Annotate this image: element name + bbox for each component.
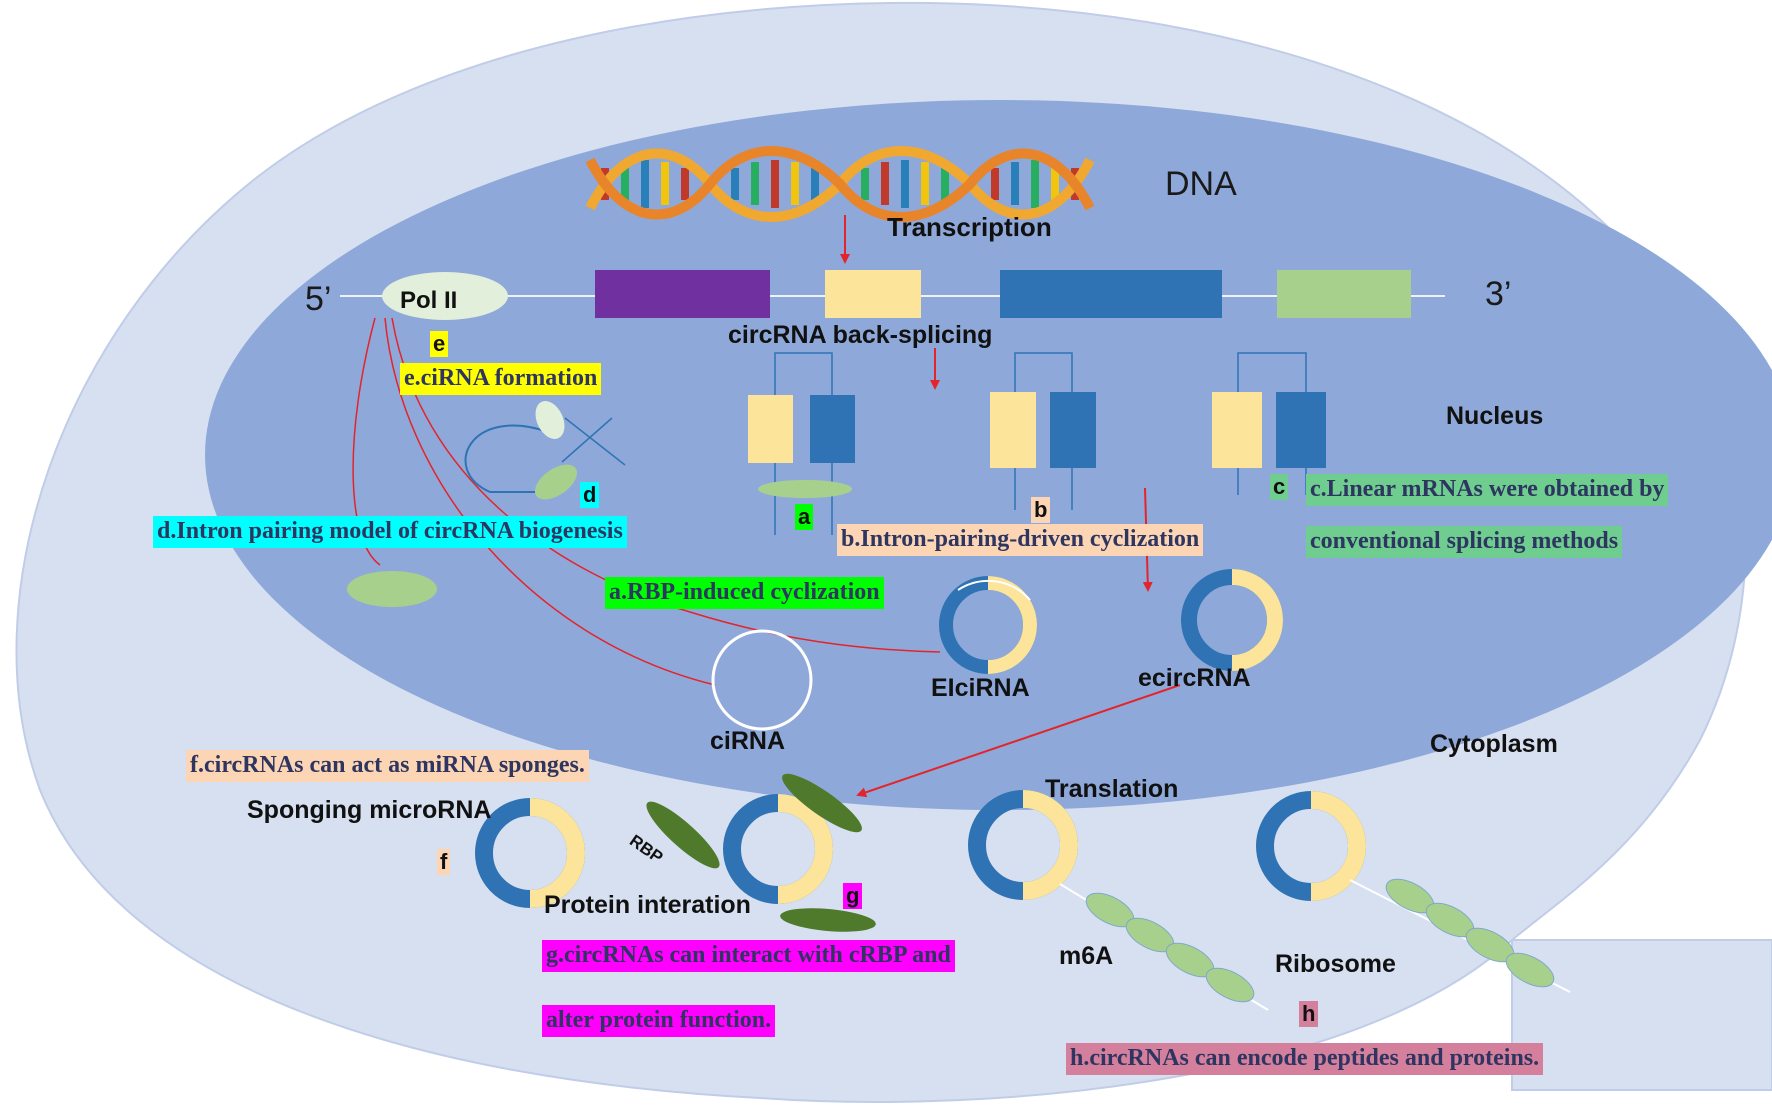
rbp-protein-1 [646, 801, 720, 869]
circrna-translation [968, 790, 1078, 900]
tag-d: d [580, 482, 600, 509]
caption-g-line2: alter protein function. [542, 1005, 776, 1037]
ecircRNA-label: ecircRNA [1138, 664, 1251, 692]
intron-pairing-loop [464, 401, 626, 500]
translation-label: Translation [1045, 775, 1179, 803]
eiciRNA-circle [939, 576, 1037, 674]
nucleus-label: Nucleus [1446, 402, 1544, 430]
rbp-protein-2 [782, 773, 862, 833]
tag-a: a [795, 504, 814, 531]
circrna-sponge [475, 798, 585, 908]
tag-c: c [1270, 474, 1289, 501]
caption-b: b.Intron-pairing-driven cyclization [837, 524, 1204, 556]
caption-h: h.circRNAs can encode peptides and prote… [1066, 1043, 1544, 1075]
transcription-label: Transcription [887, 212, 1052, 242]
peptide-chain-ribosome [1349, 878, 1571, 993]
dna-helix-icon [585, 146, 1095, 222]
exon-blue [1000, 270, 1222, 318]
caption-g-line1: g.circRNAs can interact with cRBP and [542, 940, 955, 972]
peptide-chain-m6a [1059, 883, 1269, 1011]
ribosome-label: Ribosome [1275, 950, 1396, 978]
caption-f: f.circRNAs can act as miRNA sponges. [186, 750, 589, 782]
caption-c-line2: conventional splicing methods [1306, 526, 1623, 558]
tag-e: e [430, 331, 449, 358]
splicing-group-b [990, 352, 1096, 510]
ciRNA-circle [711, 629, 813, 731]
eiciRNA-label: EIciRNA [931, 674, 1030, 702]
pol2-line-d [352, 317, 381, 566]
m6a-label: m6A [1059, 942, 1114, 970]
export-arrow [856, 684, 1181, 798]
ciRNA-label: ciRNA [710, 727, 786, 755]
pol2-ellipse [382, 272, 508, 320]
exon-green [1277, 270, 1411, 318]
five-prime-label: 5’ [305, 280, 332, 318]
pol2-label: Pol II [400, 287, 458, 314]
circrna-ribosome [1256, 791, 1366, 901]
tag-b: b [1031, 497, 1051, 524]
caption-c-line1: c.Linear mRNAs were obtained by [1306, 474, 1669, 506]
splicing-group-a [748, 352, 855, 535]
cytoplasm-label: Cytoplasm [1430, 730, 1558, 758]
tag-h: h [1299, 1001, 1319, 1028]
exon-purple [595, 270, 770, 318]
tag-g: g [843, 883, 863, 910]
rbp-ellipse-left [347, 571, 437, 607]
dna-label: DNA [1165, 165, 1237, 203]
backsplicing-label: circRNA back-splicing [728, 321, 993, 349]
splicing-group-c [1212, 352, 1326, 495]
caption-d: d.Intron pairing model of circRNA biogen… [153, 516, 627, 548]
caption-a: a.RBP-induced cyclization [605, 577, 884, 609]
three-prime-label: 3’ [1485, 275, 1512, 313]
tag-f: f [437, 849, 451, 876]
rbp-protein-3 [780, 908, 876, 932]
sponging-label: Sponging microRNA [247, 796, 492, 824]
ecircRNA-circle [1181, 569, 1283, 671]
circrna-protein [723, 794, 833, 904]
caption-e: e.ciRNA formation [400, 363, 602, 395]
protein-interation-label: Protein interation [544, 891, 751, 919]
exon-yellow [825, 270, 921, 318]
